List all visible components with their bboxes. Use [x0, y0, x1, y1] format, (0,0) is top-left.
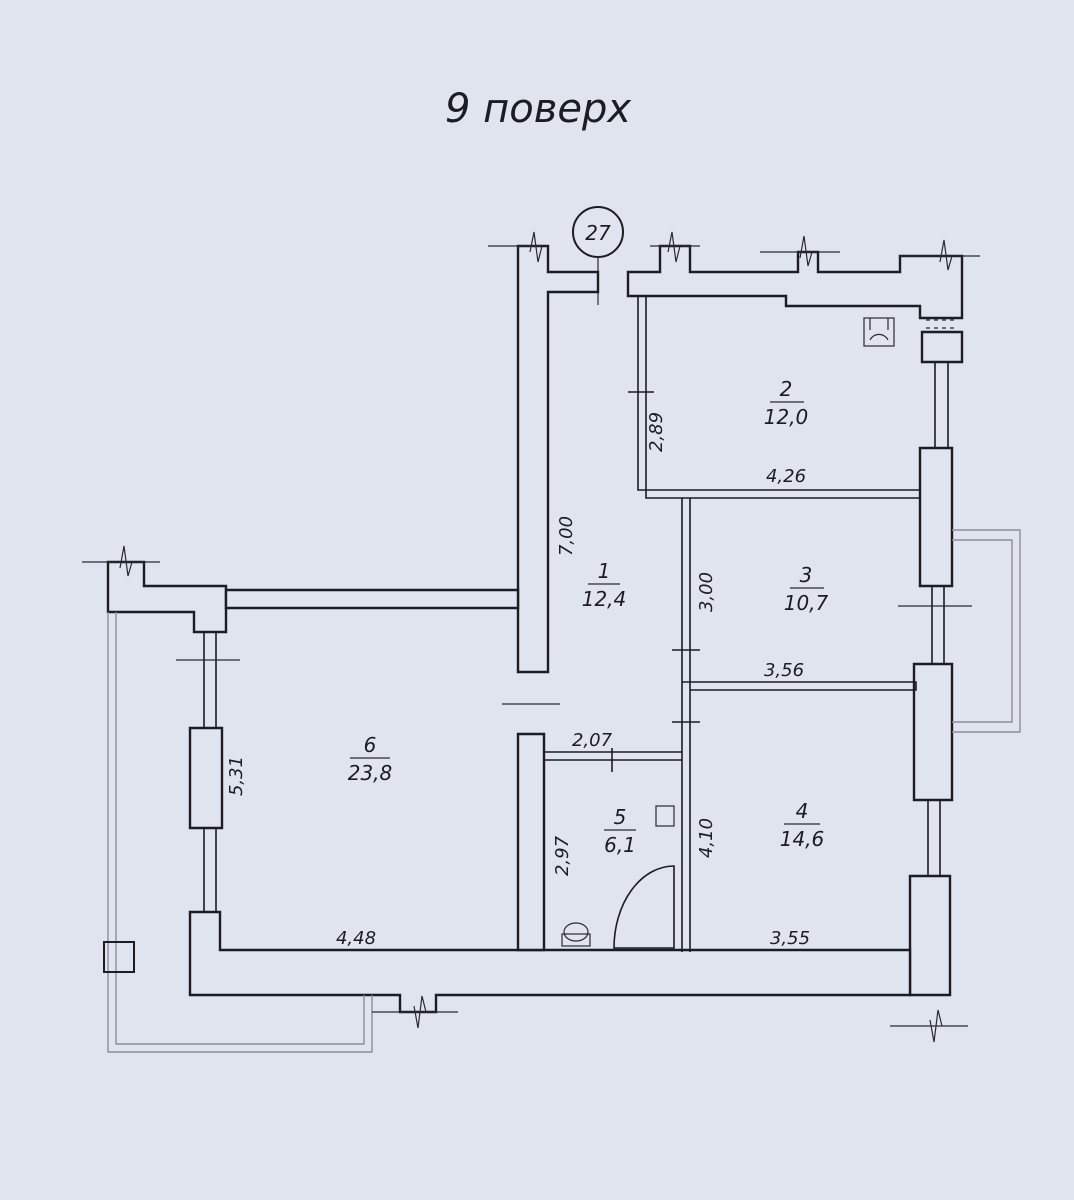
dim-room6-width: 4,48	[336, 928, 376, 949]
fixtures	[561, 317, 895, 949]
room-3-label: 3 10,7	[784, 563, 829, 615]
svg-text:23,8: 23,8	[348, 761, 393, 785]
dim-room4-depth: 4,10	[696, 818, 717, 858]
svg-text:10,7: 10,7	[784, 591, 829, 615]
room-6-label: 6 23,8	[348, 733, 393, 785]
dim-room3-width: 3,56	[764, 660, 804, 681]
svg-text:6,1: 6,1	[604, 833, 636, 857]
dim-room2-width: 4,26	[766, 466, 806, 487]
svg-text:5: 5	[614, 805, 627, 829]
svg-text:12,0: 12,0	[764, 405, 809, 429]
sink-icon	[655, 805, 675, 827]
svg-text:1: 1	[598, 559, 611, 583]
room-2-label: 2 12,0	[764, 377, 809, 429]
apartment-number: 27	[585, 221, 611, 245]
svg-text:2: 2	[780, 377, 793, 401]
room-labels: 1 12,4 2 12,0 3 10,7 4 14,6 5 6,1 6 23,8	[348, 377, 829, 857]
partitions	[544, 296, 921, 952]
dim-hall-length: 7,00	[556, 516, 577, 556]
dim-bath-width: 2,07	[572, 730, 613, 751]
svg-text:4: 4	[796, 799, 809, 823]
room-1-label: 1 12,4	[582, 559, 627, 611]
room-5-label: 5 6,1	[604, 805, 636, 857]
break-marks	[82, 231, 980, 1043]
dim-room6-depth: 5,31	[226, 756, 247, 796]
svg-text:14,6: 14,6	[780, 827, 825, 851]
exterior-walls	[106, 244, 964, 1014]
dimension-labels: 7,00 2,89 4,26 3,00 3,56 2,07 2,97 4,10 …	[226, 412, 810, 949]
balconies	[103, 529, 1021, 1053]
dim-room2-depth: 2,89	[646, 412, 667, 452]
svg-text:3: 3	[800, 563, 813, 587]
dim-room3-depth: 3,00	[696, 572, 717, 612]
apartment-number-marker: 27	[572, 206, 624, 305]
floor-title: 9 поверх	[445, 86, 631, 132]
column-square	[103, 941, 135, 973]
svg-text:12,4: 12,4	[582, 587, 627, 611]
stove-icon	[863, 317, 895, 347]
svg-text:6: 6	[364, 733, 377, 757]
toilet-icon	[561, 922, 591, 947]
dim-room4-width: 3,55	[770, 928, 810, 949]
room-4-label: 4 14,6	[780, 799, 825, 851]
shower-tray-icon	[613, 865, 675, 949]
dim-bath-depth: 2,97	[552, 835, 573, 876]
